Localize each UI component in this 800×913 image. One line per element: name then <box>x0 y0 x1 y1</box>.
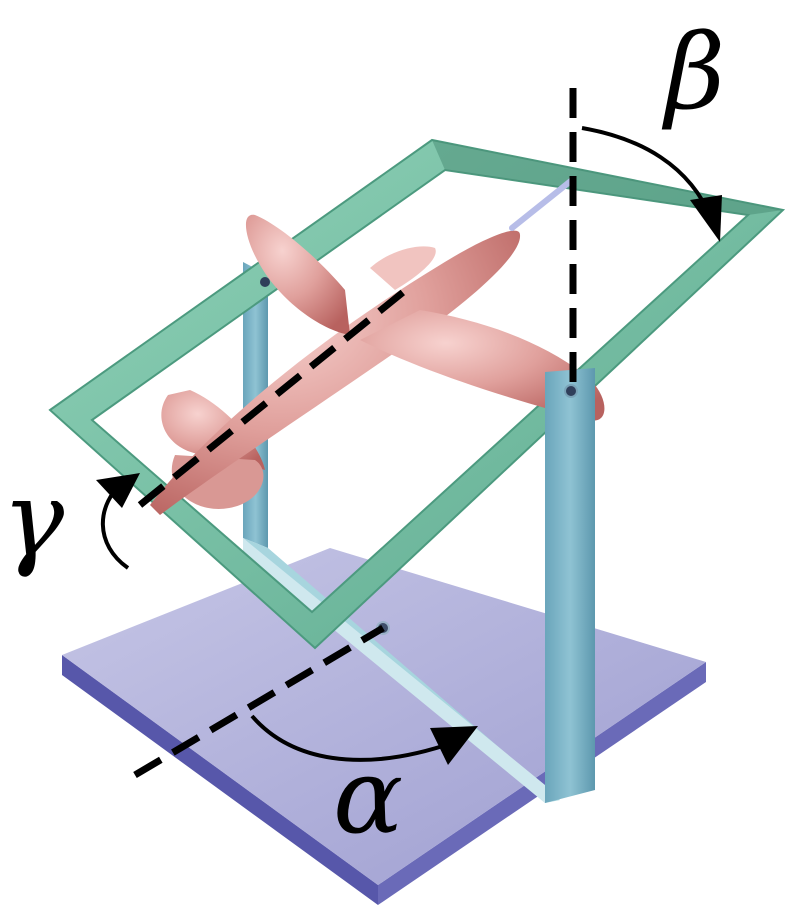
airplane-fuselage <box>150 230 521 515</box>
gimbal-ring-shape <box>48 138 786 650</box>
beta-arrow-head <box>690 195 722 242</box>
airplane-wing-lower <box>360 310 605 421</box>
airplane-propeller-shaft <box>509 177 575 231</box>
alpha-axis-line <box>133 624 385 779</box>
alpha-label: α <box>333 735 403 857</box>
right-pivot <box>564 384 578 398</box>
alpha-rotation-arrow <box>250 714 456 762</box>
base-plate-side-front <box>62 655 378 905</box>
airplane <box>150 177 605 515</box>
beta-label: β <box>661 11 725 133</box>
alpha-arrow-head <box>430 726 478 765</box>
airplane-cockpit <box>370 246 436 290</box>
left-pivot <box>260 277 270 287</box>
gamma-axis-line <box>137 282 415 508</box>
airplane-wing-upper <box>245 214 350 335</box>
gamma-label: γ <box>2 458 65 580</box>
gimbal-ring-edge-top <box>432 140 783 215</box>
gimbal-ring <box>48 138 786 650</box>
gamma-arrow-head <box>96 473 140 508</box>
outer-frame-right-post <box>545 368 595 803</box>
